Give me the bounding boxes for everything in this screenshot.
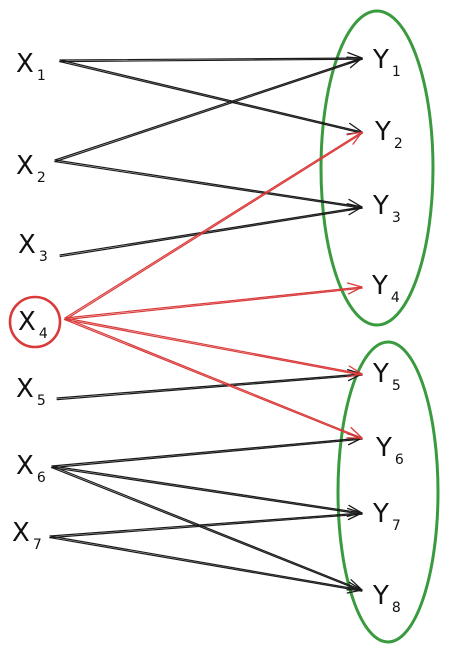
source-subscript: 6	[37, 470, 46, 486]
highlight-layer	[8, 295, 62, 349]
edge-X7-Y7	[49, 507, 363, 539]
edge-X1-Y2	[59, 59, 363, 135]
target-subscript: 1	[392, 64, 401, 80]
highlight-circle	[8, 295, 62, 349]
target-subscript: 2	[394, 136, 403, 152]
target-subscript: 8	[392, 600, 401, 616]
group-ellipse-1	[319, 9, 435, 327]
groups-layer	[319, 9, 440, 644]
edge-X2-Y3	[54, 159, 363, 211]
edge-X6-Y8	[50, 465, 363, 592]
edge-X1-Y1	[59, 51, 363, 65]
target-subscript: 6	[395, 452, 404, 468]
source-subscript: 7	[33, 537, 42, 553]
target-subscript: 4	[391, 290, 400, 306]
edges-layer	[49, 51, 364, 594]
target-subscript: 5	[392, 378, 401, 394]
edge-X6-Y6	[51, 433, 363, 469]
source-subscript: 2	[37, 170, 46, 186]
edge-X6-Y7	[51, 465, 363, 517]
source-subscript: 3	[39, 249, 48, 265]
edge-X2-Y1	[54, 56, 363, 163]
source-subscript: 5	[37, 393, 46, 409]
edge-X3-Y3	[59, 203, 363, 258]
edge-X4-Y4	[64, 282, 363, 321]
target-subscript: 3	[392, 210, 401, 226]
edge-X7-Y8	[49, 535, 363, 594]
edge-X5-Y5	[56, 368, 363, 401]
edge-X4-Y2	[64, 131, 364, 320]
target-subscript: 7	[392, 518, 401, 534]
edge-X4-Y6	[63, 317, 363, 440]
source-subscript: 4	[39, 326, 48, 342]
source-subscript: 1	[37, 68, 46, 84]
edge-X4-Y5	[64, 317, 363, 378]
group-ellipse-2	[336, 340, 440, 644]
